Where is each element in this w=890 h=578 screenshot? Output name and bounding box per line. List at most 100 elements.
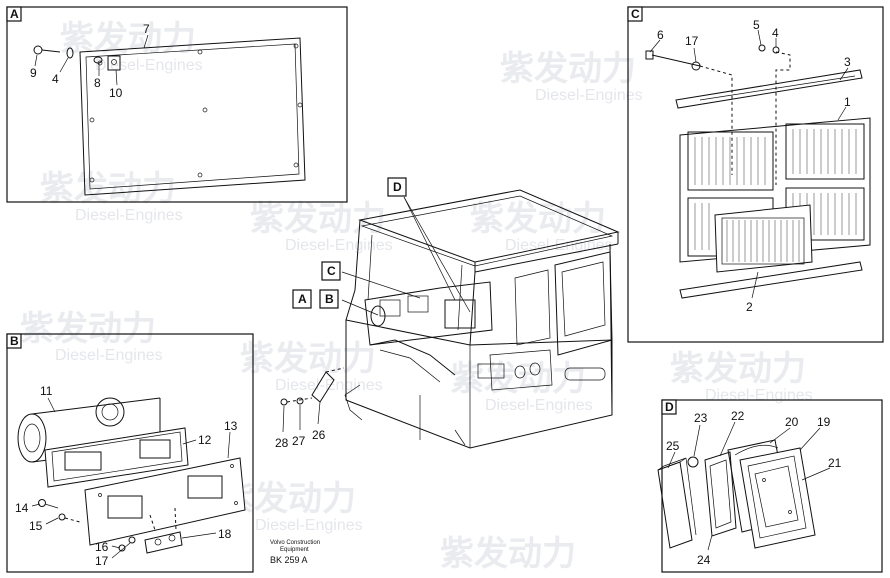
mounting-plate xyxy=(84,457,246,546)
leader-d xyxy=(403,196,471,313)
callout-15: 15 xyxy=(29,519,43,533)
callout-12: 12 xyxy=(198,433,212,447)
panel-a-label-box xyxy=(6,6,22,22)
callout-17: 17 xyxy=(685,34,699,48)
detail-panel-c: C xyxy=(627,6,884,343)
panel-d-callouts: 25 23 22 20 19 21 24 xyxy=(666,409,842,567)
detail-panel-b: B xyxy=(6,333,254,573)
filter-block xyxy=(657,457,697,549)
callout-13: 13 xyxy=(224,419,238,433)
watermark-subtitle: Diesel-Engines xyxy=(55,347,163,364)
panel-b-label: B xyxy=(10,334,19,348)
small-bracket xyxy=(118,507,183,554)
watermark-subtitle: Diesel-Engines xyxy=(705,387,813,404)
panel-b-callouts: 11 12 13 14 15 16 17 18 xyxy=(15,384,238,568)
watermark-text: 紫发动力 xyxy=(40,169,176,209)
marker-a-box xyxy=(292,289,312,309)
watermark-subtitle: Diesel-Engines xyxy=(95,57,203,74)
marker-c: C xyxy=(327,264,336,278)
callout-18: 18 xyxy=(218,527,232,541)
front-frame xyxy=(739,447,816,549)
leader-b xyxy=(341,299,379,316)
panel-d-frame xyxy=(661,399,883,573)
watermark-text: 紫发动力 xyxy=(450,359,586,399)
filter-insert xyxy=(714,204,813,273)
callout-17: 17 xyxy=(95,554,109,568)
mounting-bracket xyxy=(311,371,335,403)
watermark-text: 紫发动力 xyxy=(500,49,636,89)
footer-reference: Volvo Construction Equipment BK 259 A xyxy=(270,540,320,565)
detail-panel-d: D 25 23 xyxy=(657,399,883,573)
callout-10: 10 xyxy=(109,86,123,100)
callout-26: 26 xyxy=(312,428,326,442)
callout-27: 27 xyxy=(292,434,306,448)
detail-panel-a: A 9 xyxy=(6,6,348,203)
screw-28 xyxy=(280,398,288,406)
callout-7: 7 xyxy=(143,22,150,36)
callout-16: 16 xyxy=(95,540,109,554)
gasket xyxy=(44,427,189,488)
callout-4: 4 xyxy=(772,26,779,40)
clip-part xyxy=(93,55,121,71)
panel-d-label-box xyxy=(661,399,677,415)
callout-20: 20 xyxy=(785,415,799,429)
panel-a-callouts: 9 4 8 10 7 xyxy=(30,22,150,100)
cab-duct-housing xyxy=(364,281,493,346)
callout-22: 22 xyxy=(731,409,745,423)
marker-a: A xyxy=(298,292,307,306)
screw-and-washer xyxy=(33,45,74,59)
panel-c-callouts: 6 17 5 4 3 1 2 xyxy=(649,18,851,314)
watermark-text: 紫发动力 xyxy=(20,309,156,349)
callout-25: 25 xyxy=(666,439,680,453)
panel-b-frame xyxy=(6,333,254,573)
nut xyxy=(687,456,699,468)
callout-11: 11 xyxy=(40,384,53,398)
leader-c xyxy=(341,271,421,299)
watermark-subtitle: Diesel-Engines xyxy=(255,517,363,534)
marker-b: B xyxy=(325,292,334,306)
footer-reference-code: BK 259 A xyxy=(270,555,308,565)
leader-d xyxy=(403,196,456,301)
callout-3: 3 xyxy=(844,55,851,69)
callout-2: 2 xyxy=(746,300,753,314)
assembly-line xyxy=(775,51,791,185)
callout-14: 14 xyxy=(15,501,29,515)
callout-9: 9 xyxy=(30,66,37,80)
cover-plate xyxy=(79,37,306,196)
panel-c-label-box xyxy=(627,6,643,22)
callout-8: 8 xyxy=(94,76,101,90)
footer-division: Equipment xyxy=(280,547,309,553)
marker-d: D xyxy=(393,180,402,194)
callout-4: 4 xyxy=(52,72,59,86)
watermark-subtitle: Diesel-Engines xyxy=(285,237,393,254)
callout-19: 19 xyxy=(817,415,831,429)
top-bracket-strip xyxy=(675,69,863,109)
watermark-text: 紫发动力 xyxy=(60,19,196,59)
callout-23: 23 xyxy=(694,411,708,425)
panel-d-label: D xyxy=(665,400,674,414)
panel-a-label: A xyxy=(10,7,19,21)
gasket-frame xyxy=(704,451,737,537)
watermark-subtitle: Diesel-Engines xyxy=(275,377,383,394)
marker-c-box xyxy=(321,261,341,281)
panel-c-label: C xyxy=(631,7,640,21)
filter-frame-assembly xyxy=(679,117,871,263)
watermark-subtitle: Diesel-Engines xyxy=(485,397,593,414)
washer-27 xyxy=(296,397,304,405)
callout-5: 5 xyxy=(753,18,760,32)
callout-28: 28 xyxy=(275,436,289,450)
watermark-text: 紫发动力 xyxy=(470,199,606,239)
cab-illustration: 28 27 26 xyxy=(275,189,620,450)
panel-b-label-box xyxy=(6,333,22,349)
bottom-bracket-strip xyxy=(679,261,863,299)
screws-b xyxy=(38,499,81,523)
cover-screw-holes xyxy=(89,43,303,183)
callout-6: 6 xyxy=(657,28,664,42)
panel-a-frame xyxy=(6,6,348,203)
marker-b-box xyxy=(319,289,339,309)
marker-d-box xyxy=(387,177,407,197)
bolt-and-nut xyxy=(645,50,701,71)
panel-c-frame xyxy=(627,6,884,343)
cover-plate-inner xyxy=(85,43,300,190)
callout-24: 24 xyxy=(697,553,711,567)
